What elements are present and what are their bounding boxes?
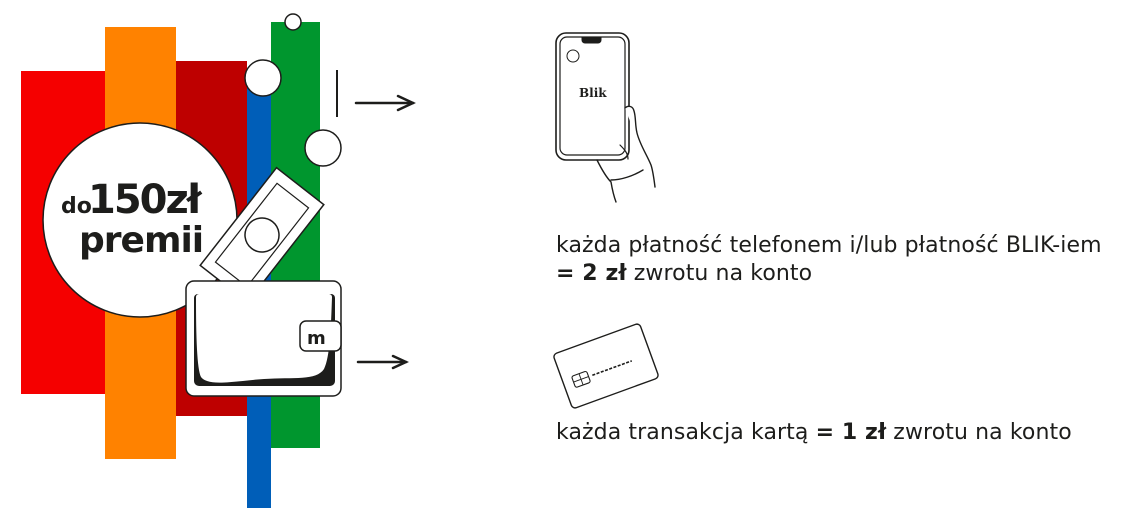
phone-in-hand-icon bbox=[555, 32, 656, 203]
wallet-icon bbox=[185, 280, 342, 397]
payment-card-icon bbox=[553, 323, 659, 409]
arrow-right-icon bbox=[354, 94, 416, 112]
badge-amount: 150zł bbox=[88, 177, 203, 223]
wallet-logo: m bbox=[307, 328, 326, 349]
coin-icon bbox=[304, 129, 342, 167]
blik-logo-icon bbox=[566, 49, 580, 63]
banknote-icon bbox=[199, 166, 325, 304]
reward-card-amount: = 1 zł bbox=[815, 420, 887, 445]
reward-card-text: każda transakcja kartą = 1 zł zwrotu na … bbox=[556, 419, 1136, 447]
reward-phone-text-before: każda płatność telefonem i/lub płatność … bbox=[556, 233, 1102, 258]
reward-phone-text: każda płatność telefonem i/lub płatność … bbox=[556, 232, 1116, 288]
coin-icon bbox=[284, 13, 302, 31]
badge-label: premii bbox=[79, 220, 203, 261]
reward-phone-amount: = 2 zł bbox=[556, 261, 627, 286]
reward-phone-text-after: zwrotu na konto bbox=[626, 261, 813, 286]
badge-prefix: do bbox=[61, 194, 92, 219]
phone-screen-label: Blik bbox=[579, 86, 607, 100]
reward-card-text-after: zwrotu na konto bbox=[886, 420, 1072, 445]
coin-icon bbox=[244, 59, 282, 97]
arrow-right-icon bbox=[356, 354, 409, 370]
reward-card-text-before: każda transakcja kartą bbox=[556, 420, 816, 445]
